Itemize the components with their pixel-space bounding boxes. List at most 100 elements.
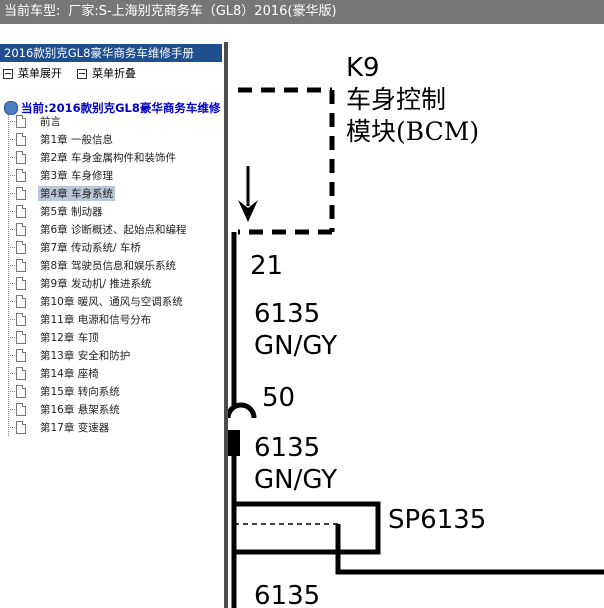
tree-branch [8, 174, 15, 176]
chapter-label: 第12章 车顶 [40, 331, 99, 344]
tree-connector [8, 114, 23, 436]
chapter-label: 第6章 诊断概述、起始点和编程 [40, 223, 187, 236]
document-icon [16, 186, 26, 200]
collapse-icon [77, 69, 87, 79]
chapter-item[interactable]: 第9章 发动机/ 推进系统 [8, 274, 153, 292]
document-icon [16, 276, 26, 290]
chapter-item[interactable]: 第15章 转向系统 [8, 382, 122, 400]
tree-branch [8, 426, 15, 428]
chapter-label: 第17章 变速器 [40, 421, 110, 434]
document-icon [16, 366, 26, 380]
collapse-menu-button[interactable]: 菜单折叠 [77, 66, 136, 82]
chapter-label: 第4章 车身系统 [38, 185, 116, 201]
chapter-label: 第5章 制动器 [40, 205, 103, 218]
wire-main [228, 232, 257, 608]
document-icon [16, 294, 26, 308]
tree-branch [8, 372, 15, 374]
module-box [238, 87, 335, 235]
tree-branch [8, 138, 15, 140]
vehicle-info-bar: 当前车型: 厂家:S-上海别克商务车（GL8）2016(豪华版) [0, 0, 604, 24]
module-name-line1: 车身控制 [346, 85, 446, 114]
pane-splitter[interactable] [224, 42, 228, 608]
document-icon [16, 222, 26, 236]
tree-branch [8, 408, 15, 410]
chapter-label: 第7章 传动系统/ 车桥 [40, 241, 141, 254]
tree-branch [8, 390, 15, 392]
chapter-item[interactable]: 第3章 车身修理 [8, 166, 115, 184]
manual-sidebar: 2016款别克GL8豪华商务车维修手册 菜单展开 菜单折叠 当前:2016款别克… [0, 42, 225, 608]
chapter-item[interactable]: 第2章 车身金属构件和装饰件 [8, 148, 178, 166]
chapter-label: 第1章 一般信息 [40, 133, 114, 146]
document-icon [16, 168, 26, 182]
document-icon [16, 132, 26, 146]
tree-branch [8, 228, 15, 230]
tree-branch [8, 282, 15, 284]
circuit-number-top: 6135 [254, 299, 320, 329]
document-icon [16, 402, 26, 416]
chapter-label: 第9章 发动机/ 推进系统 [40, 277, 152, 290]
chapter-item[interactable]: 第17章 变速器 [8, 418, 111, 436]
chapter-label: 第16章 悬架系统 [40, 403, 120, 416]
vehicle-value: 厂家:S-上海别克商务车（GL8）2016(豪华版) [68, 4, 337, 19]
tree-root-label: 当前:2016款别克GL8豪华商务车维修 [21, 101, 221, 115]
tree-branch [8, 354, 15, 356]
chapter-item[interactable]: 第12章 车顶 [8, 328, 101, 346]
chapter-label: 第10章 暖风、通风与空调系统 [40, 295, 183, 308]
chapter-item[interactable]: 第14章 座椅 [8, 364, 101, 382]
wiring-diagram: K9 车身控制 模块(BCM) 21 6135 GN/GY 50 6135 GN… [228, 42, 604, 608]
chapter-item[interactable]: 第4章 车身系统 [8, 184, 116, 202]
collapse-menu-label: 菜单折叠 [92, 67, 136, 80]
chapter-label: 前言 [40, 115, 61, 128]
chapter-item[interactable]: 第5章 制动器 [8, 202, 105, 220]
tree-branch [8, 246, 15, 248]
expand-menu-button[interactable]: 菜单展开 [3, 66, 62, 82]
chapter-label: 第13章 安全和防护 [40, 349, 131, 362]
chapter-label: 第2章 车身金属构件和装饰件 [40, 151, 177, 164]
document-icon [16, 330, 26, 344]
chapter-label: 第11章 电源和信号分布 [40, 313, 152, 326]
chapter-item[interactable]: 第7章 传动系统/ 车桥 [8, 238, 143, 256]
pin-number-top: 21 [250, 251, 283, 281]
document-icon [16, 204, 26, 218]
document-icon [16, 258, 26, 272]
input-arrow [238, 166, 258, 222]
chapter-item[interactable]: 第10章 暖风、通风与空调系统 [8, 292, 185, 310]
wire-color-mid: GN/GY [254, 465, 337, 495]
chapter-item[interactable]: 第13章 安全和防护 [8, 346, 132, 364]
book-icon [4, 101, 18, 115]
expand-icon [3, 69, 13, 79]
tree-root[interactable]: 当前:2016款别克GL8豪华商务车维修 [4, 100, 225, 116]
chapter-label: 第8章 驾驶员信息和娱乐系统 [40, 259, 177, 272]
tree-branch [8, 156, 15, 158]
document-icon [16, 114, 26, 128]
tree-branch [8, 264, 15, 266]
wiring-diagram-canvas: K9 车身控制 模块(BCM) 21 6135 GN/GY 50 6135 GN… [228, 53, 604, 608]
splice-label: SP6135 [388, 505, 486, 535]
document-icon [16, 348, 26, 362]
menu-toolbar: 菜单展开 菜单折叠 [0, 66, 222, 82]
chapter-label: 第3章 车身修理 [40, 169, 114, 182]
module-id: K9 [346, 53, 380, 83]
document-icon [16, 150, 26, 164]
circuit-number-bottom: 6135 [254, 581, 320, 608]
tree-branch [8, 120, 15, 122]
tree-branch [8, 192, 15, 194]
chapter-item[interactable]: 第16章 悬架系统 [8, 400, 122, 418]
vehicle-label: 当前车型: [4, 4, 61, 19]
tree-branch [8, 210, 15, 212]
tree-branch [8, 300, 15, 302]
chapter-item[interactable]: 第8章 驾驶员信息和娱乐系统 [8, 256, 178, 274]
wire-color-top: GN/GY [254, 331, 337, 361]
manual-title: 2016款别克GL8豪华商务车维修手册 [0, 44, 222, 62]
tree-branch [8, 318, 15, 320]
document-icon [16, 240, 26, 254]
splice-box [234, 501, 604, 575]
chapter-item[interactable]: 第1章 一般信息 [8, 130, 115, 148]
chapter-label: 第15章 转向系统 [40, 385, 120, 398]
connector-pin: 50 [262, 383, 295, 413]
chapter-item[interactable]: 前言 [8, 112, 63, 130]
chapter-item[interactable]: 第6章 诊断概述、起始点和编程 [8, 220, 189, 238]
chapter-label: 第14章 座椅 [40, 367, 99, 380]
circuit-number-mid: 6135 [254, 433, 320, 463]
chapter-item[interactable]: 第11章 电源和信号分布 [8, 310, 153, 328]
